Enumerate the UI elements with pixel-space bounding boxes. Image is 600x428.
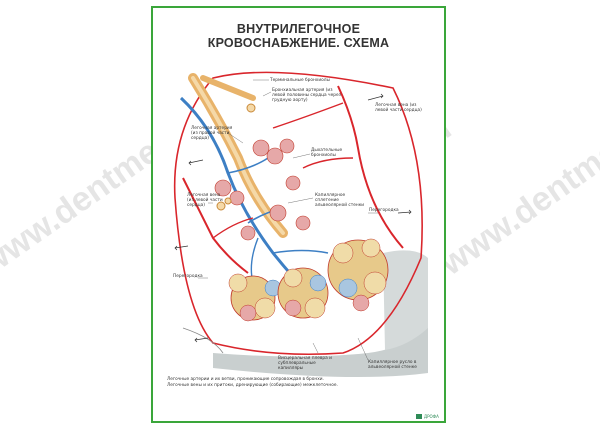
label-terminal-bronchioles: Терминальные бронхиолы [270, 78, 330, 83]
publisher-logo: ДРОФА [416, 414, 439, 419]
blood-supply-diagram [173, 71, 428, 377]
caption-line-2: Легочные вены и их притоки, дренирующие … [167, 383, 338, 388]
poster: ВНУТРИЛЕГОЧНОЕ КРОВОСНАБЖЕНИЕ. СХЕМА [151, 6, 446, 423]
artery-branch-1 [227, 157, 269, 174]
label-capillary-bed: Капиллярное русло в альвеолярной стенке [368, 360, 417, 370]
visceral-pleura-shape [213, 323, 428, 377]
flow-arrows [174, 93, 412, 343]
caption-line-1: Легочные артерии и их ветви, проникающие… [167, 377, 324, 382]
label-pulmonary-artery: Легочная артерия (из правой части сердца… [191, 126, 233, 141]
label-visceral-pleura: Висцеральная плевра и субплевральные кап… [278, 356, 332, 371]
bronchus-branch [200, 75, 256, 101]
label-pulmonary-vein-left: Легочная вена (из левой части сердца) [187, 193, 223, 208]
publisher-logo-text: ДРОФА [424, 414, 439, 419]
label-septum-left: Перегородка [173, 274, 203, 279]
alveolar-lobule-right [327, 238, 389, 312]
label-septum-right: Перегородка [369, 208, 399, 213]
label-respiratory-bronchioles: Дыхательные бронхиолы [311, 148, 343, 158]
label-bronchial-artery: Бронхиальная артерия (из левой половины … [272, 88, 341, 103]
publisher-logo-icon [416, 414, 422, 419]
alveolar-cluster-upper [214, 138, 311, 241]
title-line-2: КРОВОСНАБЖЕНИЕ. СХЕМА [207, 36, 390, 50]
pleura-edge-shape [383, 250, 428, 350]
leader-lines [198, 79, 378, 361]
alveolar-lobule-left [228, 273, 282, 322]
bronchus-highlight [191, 76, 285, 235]
label-capillary-plexus: Капиллярное сплетение альвеолярной стенк… [315, 193, 365, 208]
title-line-1: ВНУТРИЛЕГОЧНОЕ [236, 22, 361, 36]
pulmonary-vein-right [337, 85, 404, 249]
caption: Легочные артерии и их ветви, проникающие… [167, 377, 397, 389]
alveolar-lobule-center [277, 267, 329, 319]
vein-branch-3 [212, 217, 254, 239]
vein-branch-2 [302, 157, 354, 169]
poster-title: ВНУТРИЛЕГОЧНОЕ КРОВОСНАБЖЕНИЕ. СХЕМА [153, 22, 444, 50]
bronchiole-cross-sections [216, 103, 256, 211]
artery-branch-3 [272, 249, 329, 254]
watermark-right: www.dentmed.ru [433, 95, 600, 283]
label-pulmonary-vein-top: Легочная вена (из левой части сердца) [375, 103, 422, 113]
vein-branch-1 [272, 102, 344, 129]
septum-line [182, 327, 224, 354]
